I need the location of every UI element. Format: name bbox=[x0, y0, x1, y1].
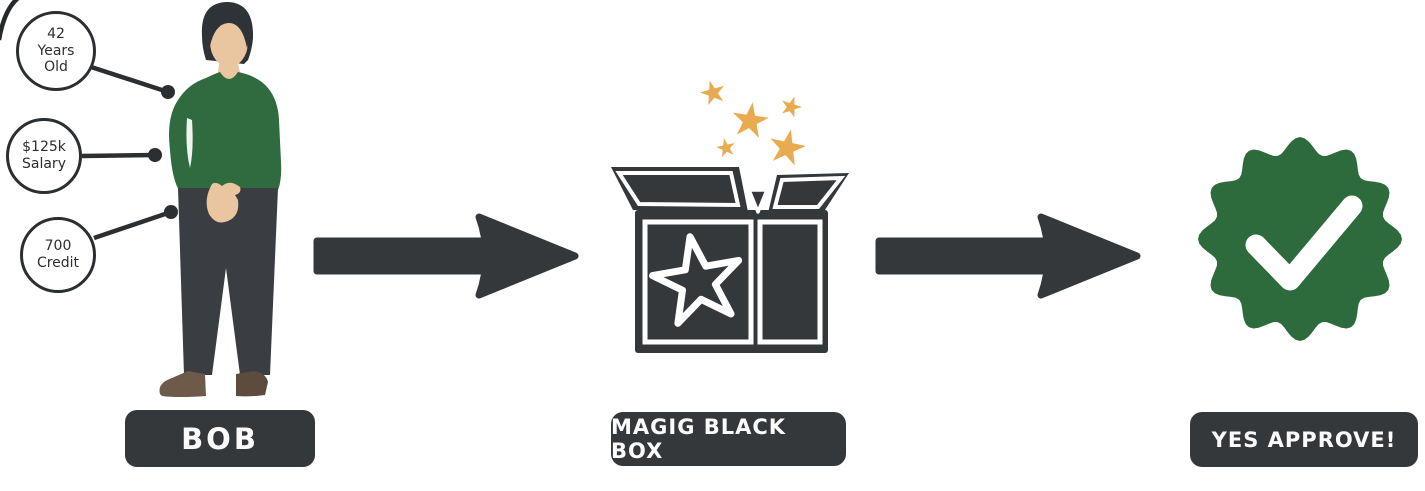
right-shoe bbox=[236, 371, 268, 397]
box-star-icon bbox=[648, 233, 743, 327]
callout-connectors bbox=[81, 63, 178, 241]
callout-credit-line2: Credit bbox=[36, 255, 80, 271]
person-figure bbox=[159, 2, 282, 397]
connector-dot bbox=[164, 205, 178, 219]
left-shoe bbox=[159, 371, 206, 397]
connector-dot bbox=[148, 148, 162, 162]
magic-black-box-label: MAGIG BLACK BOX bbox=[611, 412, 846, 466]
flow-arrow-left-icon bbox=[313, 213, 579, 299]
bob-label-text: BOB bbox=[181, 421, 259, 456]
callout-age-line2: Years bbox=[37, 42, 75, 59]
magic-box-icon bbox=[611, 167, 849, 353]
callout-credit-line1: 700 bbox=[44, 238, 72, 255]
approval-seal-icon bbox=[1198, 137, 1402, 341]
callout-salary: $125k Salary bbox=[6, 118, 82, 194]
callout-salary-line2: Salary bbox=[22, 156, 66, 172]
callout-age-line3: Old bbox=[44, 59, 68, 76]
corner-arc-mark bbox=[0, 0, 20, 41]
bob-label: BOB bbox=[125, 410, 315, 467]
yes-approve-label: YES APPROVE! bbox=[1190, 412, 1418, 467]
checkmark-icon bbox=[1245, 195, 1363, 291]
yes-approve-label-text: YES APPROVE! bbox=[1211, 427, 1397, 452]
connector-dot bbox=[161, 85, 175, 99]
callout-credit: 700 Credit bbox=[20, 217, 96, 293]
callout-age-line1: 42 bbox=[47, 26, 65, 43]
magic-black-box-label-text: MAGIG BLACK BOX bbox=[611, 415, 787, 463]
flow-arrow-right-icon bbox=[875, 213, 1141, 299]
callout-salary-line1: $125k bbox=[22, 139, 66, 156]
callout-age: 42 Years Old bbox=[16, 11, 96, 91]
